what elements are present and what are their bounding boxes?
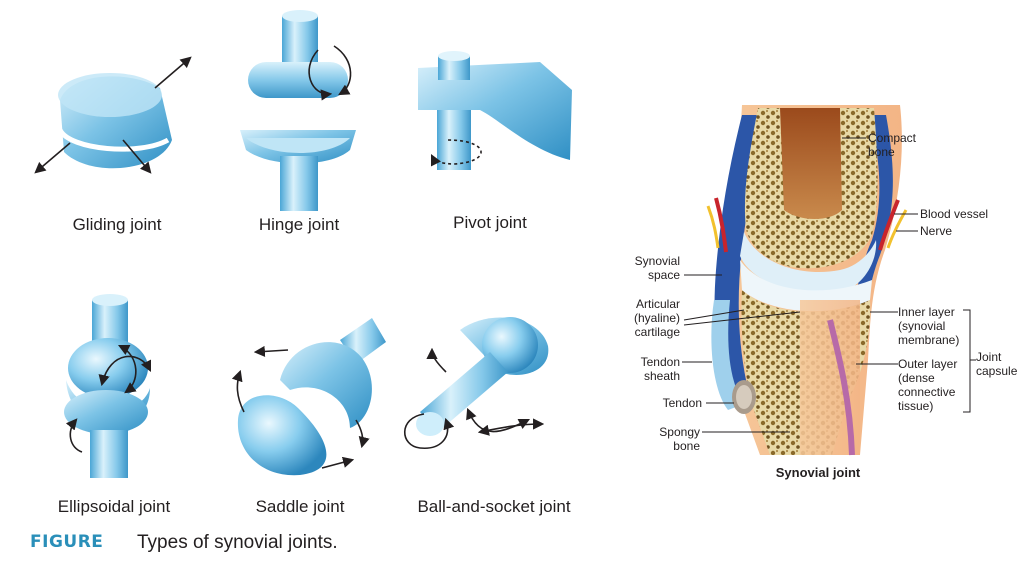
label-pivot-joint: Pivot joint bbox=[453, 213, 527, 232]
label-hinge-joint: Hinge joint bbox=[258, 215, 340, 234]
label-ball-and-socket-joint: Ball-and-socket joint bbox=[417, 497, 571, 516]
annotation-tendon-sheath: Tendon sheath bbox=[640, 355, 680, 383]
ellipsoidal-joint-illustration bbox=[64, 294, 152, 478]
label-ellipsoidal-joint: Ellipsoidal joint bbox=[57, 497, 171, 516]
annotation-synovial-space: Synovial space bbox=[634, 254, 680, 282]
annotation-joint-capsule: Joint capsule bbox=[976, 350, 1018, 378]
ball-and-socket-joint-illustration bbox=[404, 317, 549, 449]
annotation-spongy-bone: Spongy bone bbox=[659, 425, 700, 453]
annotation-inner-layer: Inner layer (synovial membrane) bbox=[898, 305, 960, 347]
synovial-joint-illustration bbox=[682, 105, 976, 456]
annotation-compact-bone: Compact bone bbox=[868, 131, 917, 159]
gliding-joint-illustration bbox=[34, 56, 192, 174]
figure-label: FIGURE bbox=[30, 532, 104, 552]
annotation-articular-cartilage: Articular (hyaline) cartilage bbox=[633, 297, 680, 339]
annotation-tendon: Tendon bbox=[662, 396, 702, 410]
label-gliding-joint: Gliding joint bbox=[72, 215, 162, 234]
annotation-outer-layer: Outer layer (dense connective tissue) bbox=[898, 357, 958, 413]
annotation-blood-vessel: Blood vessel bbox=[920, 207, 989, 221]
annotation-nerve: Nerve bbox=[920, 224, 953, 238]
synovial-joint-title: Synovial joint bbox=[775, 465, 861, 480]
figure-caption: Types of synovial joints. bbox=[137, 532, 338, 553]
label-saddle-joint: Saddle joint bbox=[255, 497, 345, 516]
hinge-joint-illustration bbox=[240, 10, 356, 211]
saddle-joint-illustration bbox=[231, 318, 386, 476]
pivot-joint-illustration bbox=[418, 51, 572, 170]
